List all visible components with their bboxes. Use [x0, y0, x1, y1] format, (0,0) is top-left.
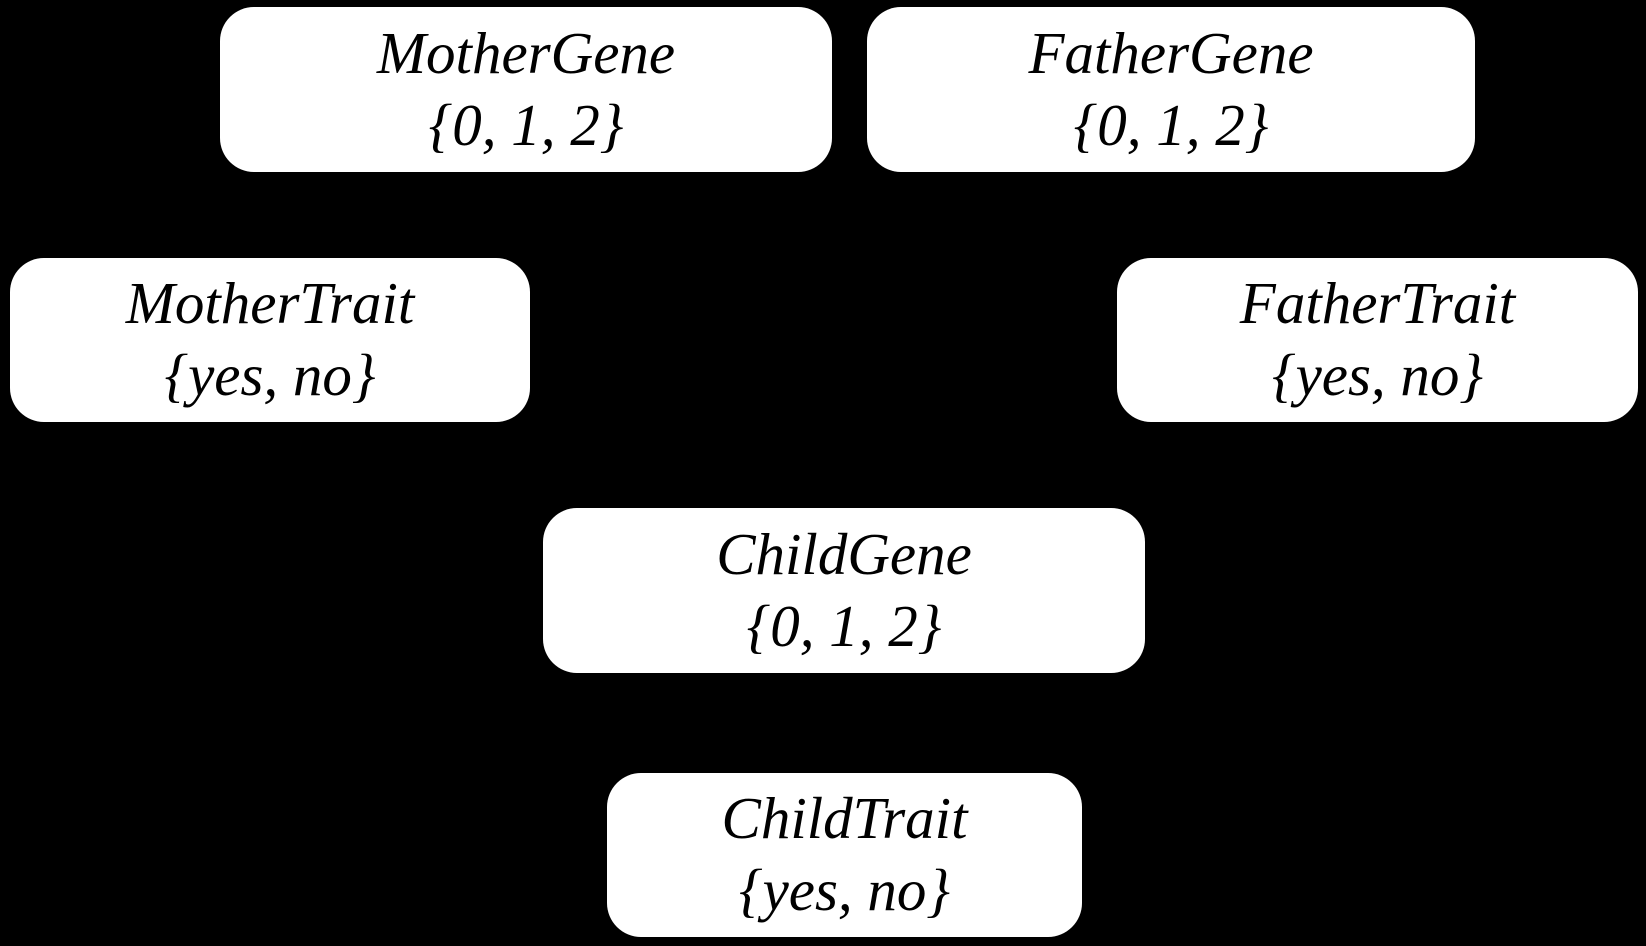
node-title: FatherTrait: [1239, 270, 1516, 337]
node-father-trait: FatherTrait {yes, no}: [1117, 258, 1638, 422]
node-child-trait: ChildTrait {yes, no}: [607, 773, 1082, 937]
node-child-gene: ChildGene {0, 1, 2}: [543, 508, 1145, 673]
node-domain: {yes, no}: [738, 857, 951, 923]
node-mother-gene: MotherGene {0, 1, 2}: [220, 7, 832, 172]
node-domain: {yes, no}: [164, 342, 376, 408]
node-domain: {0, 1, 2}: [1073, 91, 1269, 158]
node-title: MotherGene: [376, 19, 676, 86]
node-title: ChildTrait: [721, 785, 968, 852]
node-domain: {0, 1, 2}: [428, 91, 624, 158]
node-father-gene: FatherGene {0, 1, 2}: [867, 7, 1475, 172]
node-mother-trait: MotherTrait {yes, no}: [10, 258, 530, 422]
node-title: FatherGene: [1028, 19, 1314, 86]
node-title: MotherTrait: [125, 270, 415, 337]
node-domain: {yes, no}: [1271, 342, 1484, 408]
node-title: ChildGene: [716, 520, 972, 587]
node-domain: {0, 1, 2}: [746, 592, 942, 659]
